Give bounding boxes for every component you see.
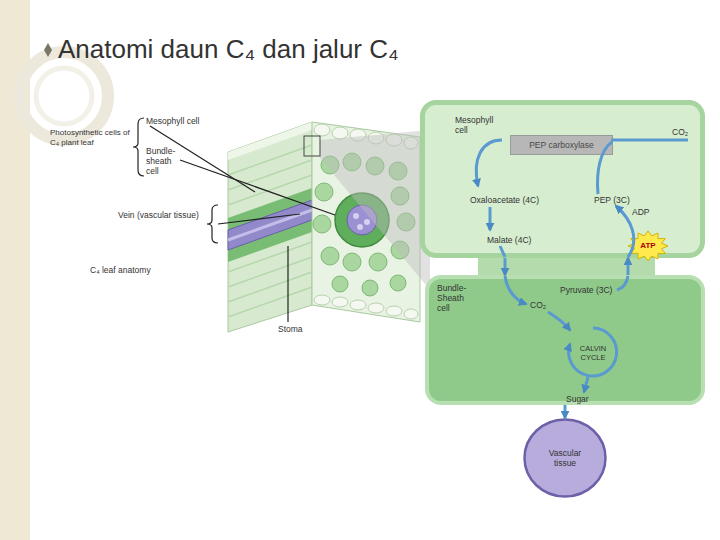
vessel	[364, 219, 370, 225]
cell-label: Mesophyll cell	[146, 116, 236, 126]
epidermis-cell	[404, 137, 418, 149]
cycle-arrow	[548, 312, 570, 330]
epidermis-cell	[314, 124, 330, 136]
tissue-oval: Vascular tissue	[523, 418, 607, 498]
mesophyll-cell	[321, 156, 339, 174]
flow-connector	[504, 258, 507, 275]
figure-label: Photosynthetic cells of C₄ plant leaf	[50, 128, 130, 147]
flow-connector	[627, 258, 630, 275]
molecule-label: Malate (4C)	[487, 235, 547, 245]
flow-connector	[564, 405, 567, 418]
node-text: ATP	[627, 230, 669, 262]
part-label: Stoma	[278, 324, 318, 334]
zoom-frame	[304, 136, 320, 156]
star-shape	[628, 231, 668, 261]
mesophyll-cell	[313, 215, 331, 233]
epidermis-cell	[314, 295, 330, 305]
vein-tube	[228, 200, 312, 250]
cycle-arrow	[505, 276, 526, 304]
cycle-arrow	[616, 206, 634, 257]
mesophyll-cell	[391, 241, 409, 259]
mesophyll-cell	[332, 276, 348, 292]
leader-line	[180, 160, 335, 215]
cycle-arrow	[489, 207, 492, 230]
enzyme-box: PEP carboxylase	[510, 135, 613, 155]
mesophyll-cell	[343, 253, 361, 271]
vein-core	[347, 205, 377, 235]
epidermis-cell	[368, 303, 384, 313]
leader-line	[287, 246, 288, 322]
node-text: Bundle-Sheath cell	[437, 283, 479, 314]
epidermis-cell	[368, 132, 384, 144]
cycle-arrow	[617, 276, 628, 290]
molecule-label: CO₂	[530, 300, 556, 310]
leader-line	[218, 214, 300, 224]
cycle-arrow	[598, 142, 612, 194]
cell-region: Mesophyll cellPEP carboxylaseATP	[420, 100, 705, 258]
molecule-label: Oxaloacetate (4C)	[470, 195, 550, 205]
epidermis-cell	[350, 129, 366, 141]
tissue-label: Vein (vascular tissue)	[118, 210, 204, 220]
xylem-line	[228, 210, 312, 240]
epidermis-cell	[332, 297, 348, 307]
epidermis-cell	[386, 134, 402, 146]
bracket	[207, 205, 218, 243]
cycle-arrow	[584, 377, 588, 392]
cycle-label: CALVIN CYCLE	[572, 344, 614, 362]
molecule-label: Pyruvate (3C)	[560, 285, 622, 295]
figure-caption: C₄ leaf anatomy	[90, 265, 190, 275]
mesophyll-cell	[390, 275, 406, 291]
vessel	[357, 224, 363, 230]
epidermis-cell	[332, 127, 348, 139]
mesophyll-cell	[321, 247, 339, 265]
upper-epidermis	[228, 122, 312, 160]
bundle-sheath-ring	[335, 193, 389, 247]
slide-title: Anatomi daun C₄ dan jalur C₄	[58, 34, 399, 65]
molecule-label: Sugar	[566, 394, 600, 404]
node-text: PEP carboxylase	[511, 136, 612, 154]
leaf-cut-face	[312, 122, 420, 322]
vessel	[353, 213, 359, 219]
energy-burst: ATP	[627, 230, 669, 262]
node-text: Vascular tissue	[539, 418, 591, 498]
epidermis-cell	[404, 309, 418, 319]
mesophyll-cell	[369, 253, 387, 271]
cell-rows	[228, 145, 312, 317]
zoom-wedge	[320, 130, 430, 290]
cell-label: Bundle-sheath cell	[146, 146, 186, 177]
mesophyll-cell	[315, 183, 333, 201]
epidermis-cell	[350, 300, 366, 310]
deco-ring	[20, 52, 108, 140]
mesophyll-cell	[362, 280, 378, 296]
molecule-label: ADP	[632, 207, 658, 217]
bundle-sheath-band	[228, 188, 312, 262]
bracket	[133, 118, 144, 176]
molecule-label: CO₂	[672, 127, 698, 137]
cycle-arrow	[500, 246, 505, 257]
mesophyll-cell	[389, 162, 407, 180]
node-text: Mesophyll cell	[455, 115, 500, 135]
leaf-side-face	[228, 122, 312, 332]
molecule-label: PEP (3C)	[594, 195, 636, 205]
cycle-arrow	[476, 140, 502, 186]
epidermis-cell	[386, 306, 402, 316]
calvin-cycle-arrow	[569, 328, 617, 376]
mesophyll-cell	[391, 187, 409, 205]
mesophyll-cell	[343, 153, 361, 171]
mesophyll-cell	[397, 213, 415, 231]
side-band	[0, 0, 30, 540]
title-bullet	[44, 43, 52, 57]
mesophyll-cell	[366, 157, 384, 175]
deco-ring	[36, 68, 92, 124]
co2-inflow	[611, 139, 688, 142]
